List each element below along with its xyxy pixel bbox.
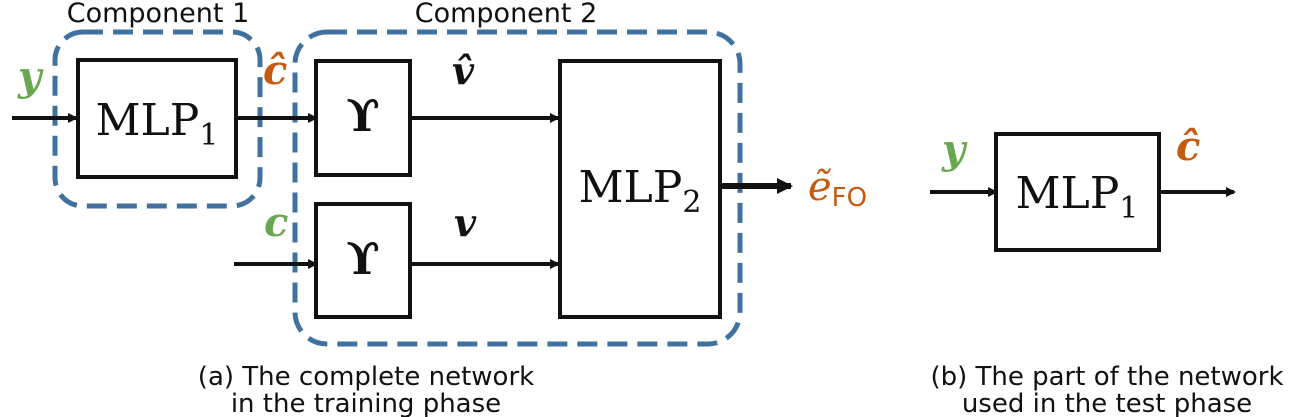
- caption-b-line1: (b) The part of the network: [930, 362, 1283, 392]
- mlp1-box: [76, 58, 238, 179]
- var-e-fo: ẽFO: [808, 164, 867, 213]
- var-y: y: [17, 53, 44, 100]
- gamma-top-box: [314, 59, 412, 177]
- var-c-hat: ĉ: [263, 47, 287, 94]
- component2-label: Component 2: [415, 0, 598, 29]
- caption-b-line2: used in the test phase: [962, 389, 1252, 417]
- caption-a-line1: (a) The complete network: [198, 362, 534, 392]
- mlp2-label: MLP2: [579, 162, 702, 220]
- test-mlp1-label: MLP1: [1016, 168, 1139, 226]
- test-var-c-hat: ĉ: [1176, 123, 1200, 170]
- gamma-top-label: ϒ: [346, 91, 380, 142]
- mlp1-label: MLP1: [96, 95, 219, 153]
- component1-label: Component 1: [67, 0, 250, 29]
- gamma-bottom-box: [314, 202, 412, 319]
- test-mlp1-box: [994, 132, 1161, 252]
- caption-a-line2: in the training phase: [231, 389, 501, 417]
- test-var-y: y: [941, 126, 968, 173]
- var-c: c: [264, 199, 288, 246]
- var-v: v: [454, 200, 477, 245]
- var-v-hat: v̂: [452, 48, 475, 93]
- mlp2-box: [558, 59, 722, 319]
- gamma-bottom-label: ϒ: [346, 234, 380, 285]
